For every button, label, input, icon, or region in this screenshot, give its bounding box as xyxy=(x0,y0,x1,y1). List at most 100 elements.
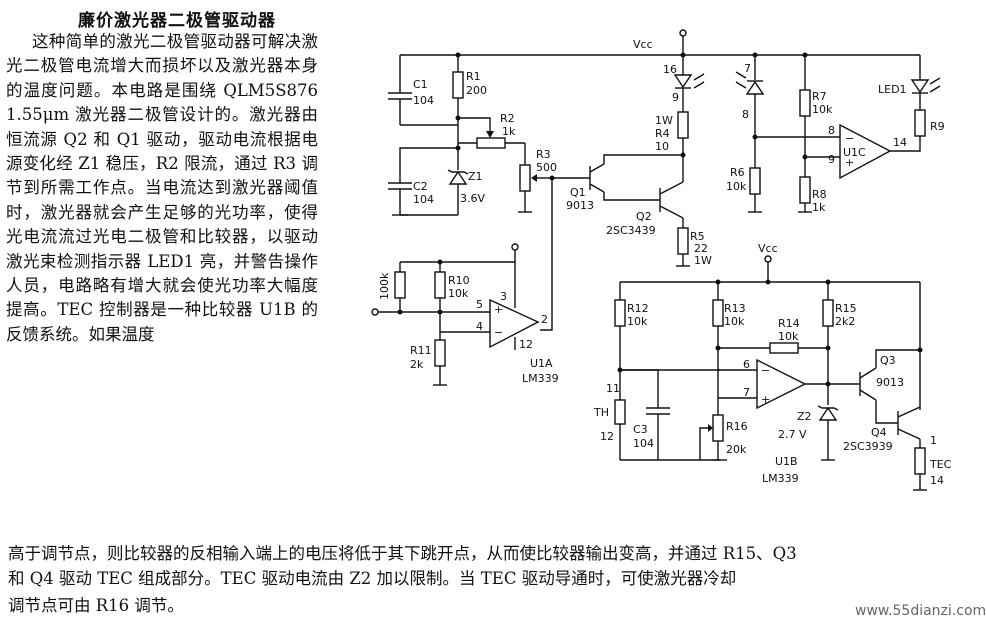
q4-label: Q4 xyxy=(871,426,887,439)
r3-value: 500 xyxy=(536,161,557,174)
capacitor-c2: C2 104 xyxy=(388,147,458,215)
potentiometer-r16: R16 20k xyxy=(699,414,748,460)
resistor-r1: R1 200 xyxy=(452,55,487,148)
z2-value: 2.7 V xyxy=(778,428,807,441)
r13-value: 10k xyxy=(724,315,745,328)
r6-label: R6 xyxy=(730,166,745,179)
q3-value: 9013 xyxy=(876,376,904,389)
pin-9-u1c: 9 xyxy=(828,153,835,166)
r2-label: R2 xyxy=(500,112,515,125)
pin-6: 6 xyxy=(743,358,750,371)
r8-label: R8 xyxy=(812,188,827,201)
pin-3: 3 xyxy=(500,290,507,303)
resistor-r9: R9 xyxy=(914,109,945,137)
transistor-q2: Q2 2SC3439 xyxy=(606,152,686,237)
r9-label: R9 xyxy=(930,120,945,133)
r8-value: 1k xyxy=(812,201,826,214)
c2-value: 104 xyxy=(413,193,434,206)
r12-value: 10k xyxy=(627,315,648,328)
resistor-r8: R8 1k xyxy=(798,176,827,214)
pin-14-tec: 14 xyxy=(930,474,944,487)
vcc-mid-label: Vcc xyxy=(758,242,778,255)
u1a-label: U1A xyxy=(530,357,553,370)
vcc-mid-rail: Vcc xyxy=(620,242,920,285)
u1c-minus: − xyxy=(845,132,854,145)
capacitor-c1: C1 104 xyxy=(388,55,434,125)
c1-value: 104 xyxy=(413,94,434,107)
pin-5: 5 xyxy=(476,298,483,311)
r13-label: R13 xyxy=(724,302,746,315)
u1a-value: LM339 xyxy=(522,372,559,385)
pin-9: 9 xyxy=(672,91,679,104)
transistor-q3: Q3 9013 xyxy=(859,349,920,424)
r1-label: R1 xyxy=(466,70,481,83)
resistor-r13: R13 10k xyxy=(712,282,746,415)
c1-label: C1 xyxy=(413,78,428,91)
pin-11: 11 xyxy=(606,382,620,395)
r12-label: R12 xyxy=(627,302,649,315)
u1a-minus: − xyxy=(494,326,503,339)
pin-12: 12 xyxy=(519,338,533,351)
resistor-r4: 1W R4 10 xyxy=(655,111,689,155)
r5-value: 22 xyxy=(694,242,708,255)
tec-element: 1 TEC 14 xyxy=(913,434,952,491)
u1b-plus: + xyxy=(761,393,770,406)
pin-7-u1b: 7 xyxy=(743,386,750,399)
r11-value: 2k xyxy=(410,358,424,371)
led1-indicator: LED1 xyxy=(878,55,941,110)
r7-label: R7 xyxy=(812,90,827,103)
watermark-url: www.55dianzi.com xyxy=(855,603,986,619)
resistor-r12: R12 10k xyxy=(614,282,649,400)
comparator-u1b: 6 7 − + U1B LM339 xyxy=(620,358,860,485)
comparator-u1a: 5 3 4 2 12 + − U1A LM339 xyxy=(476,262,559,385)
pin-14: 14 xyxy=(893,136,907,149)
input-network-u1a: 100k R10 10k R11 2k xyxy=(371,243,519,386)
pin-4: 4 xyxy=(476,320,483,333)
r14-value: 10k xyxy=(778,330,799,343)
z1-value: 3.6V xyxy=(460,192,485,205)
u1a-plus: + xyxy=(494,303,503,316)
pin-8-photodiode: 8 xyxy=(742,108,749,121)
full-width-line-3: 调节点可由 R16 调节。 xyxy=(8,596,184,615)
pin-2: 2 xyxy=(541,313,548,326)
transistor-q1: Q1 9013 xyxy=(540,154,683,331)
potentiometer-r2: R2 1k xyxy=(458,112,525,149)
laser-diode: 16 9 xyxy=(663,55,705,112)
r4-label: R4 xyxy=(655,127,670,140)
u1c-plus: + xyxy=(845,156,854,169)
r2-value: 1k xyxy=(502,125,516,138)
article-title: 廉价激光器二极管驱动器 xyxy=(78,11,276,31)
r-100k-label: 100k xyxy=(378,272,391,300)
z1-label: Z1 xyxy=(468,170,483,183)
vcc-top-rail: Vcc xyxy=(400,29,920,58)
r16-label: R16 xyxy=(726,420,748,433)
thermistor-th: 11 TH 12 xyxy=(593,382,626,460)
r6-value: 10k xyxy=(726,180,747,193)
pin-16: 16 xyxy=(663,63,677,76)
resistor-r14: R14 10k xyxy=(718,317,831,354)
zener-z2: Z2 2.7 V xyxy=(778,405,839,461)
r15-label: R15 xyxy=(835,302,857,315)
q2-value: 2SC3439 xyxy=(606,224,656,237)
r11-label: R11 xyxy=(410,344,432,357)
pin-8-u1c: 8 xyxy=(828,124,835,137)
z2-label: Z2 xyxy=(797,410,812,423)
vcc-top-label: Vcc xyxy=(633,38,653,51)
th-label: TH xyxy=(593,406,609,419)
full-width-line-2: 和 Q4 驱动 TEC 组成部分。TEC 驱动电流由 Z2 加以限制。当 TEC… xyxy=(8,569,737,588)
r3-label: R3 xyxy=(536,148,551,161)
r10-value: 10k xyxy=(448,287,469,300)
led1-label: LED1 xyxy=(878,83,907,96)
resistor-r15: R15 2k2 xyxy=(822,282,857,405)
r1-value: 200 xyxy=(466,84,487,97)
q4-value: 2SC3939 xyxy=(843,440,893,453)
potentiometer-r3: R3 500 xyxy=(518,143,557,213)
full-width-line-1: 高于调节点，则比较器的反相输入端上的电压将低于其下跳开点，从而使比较器输出变高，… xyxy=(8,544,797,563)
r4-wattage: 1W xyxy=(655,114,673,127)
resistor-r6: R6 10k xyxy=(726,166,762,213)
q2-label: Q2 xyxy=(636,210,652,223)
pin-7: 7 xyxy=(744,62,751,75)
c3-label: C3 xyxy=(633,423,648,436)
q3-label: Q3 xyxy=(880,354,896,367)
